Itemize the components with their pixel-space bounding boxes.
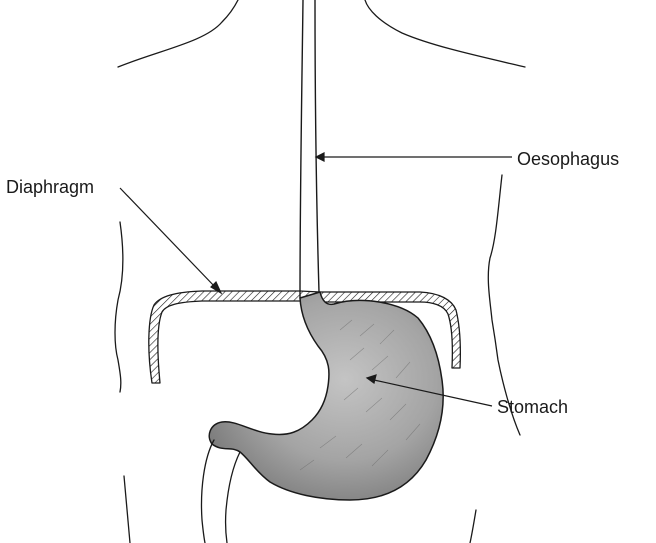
neck-shoulders-outline bbox=[118, 0, 525, 67]
diaphragm-label: Diaphragm bbox=[6, 178, 94, 196]
duodenum bbox=[202, 440, 241, 543]
diaphragm-leader bbox=[120, 188, 217, 289]
stomach bbox=[209, 292, 443, 500]
oesophagus-label: Oesophagus bbox=[517, 150, 619, 168]
stomach-label: Stomach bbox=[497, 398, 568, 416]
oesophagus-arrowhead bbox=[316, 153, 324, 161]
oesophagus bbox=[300, 0, 319, 298]
